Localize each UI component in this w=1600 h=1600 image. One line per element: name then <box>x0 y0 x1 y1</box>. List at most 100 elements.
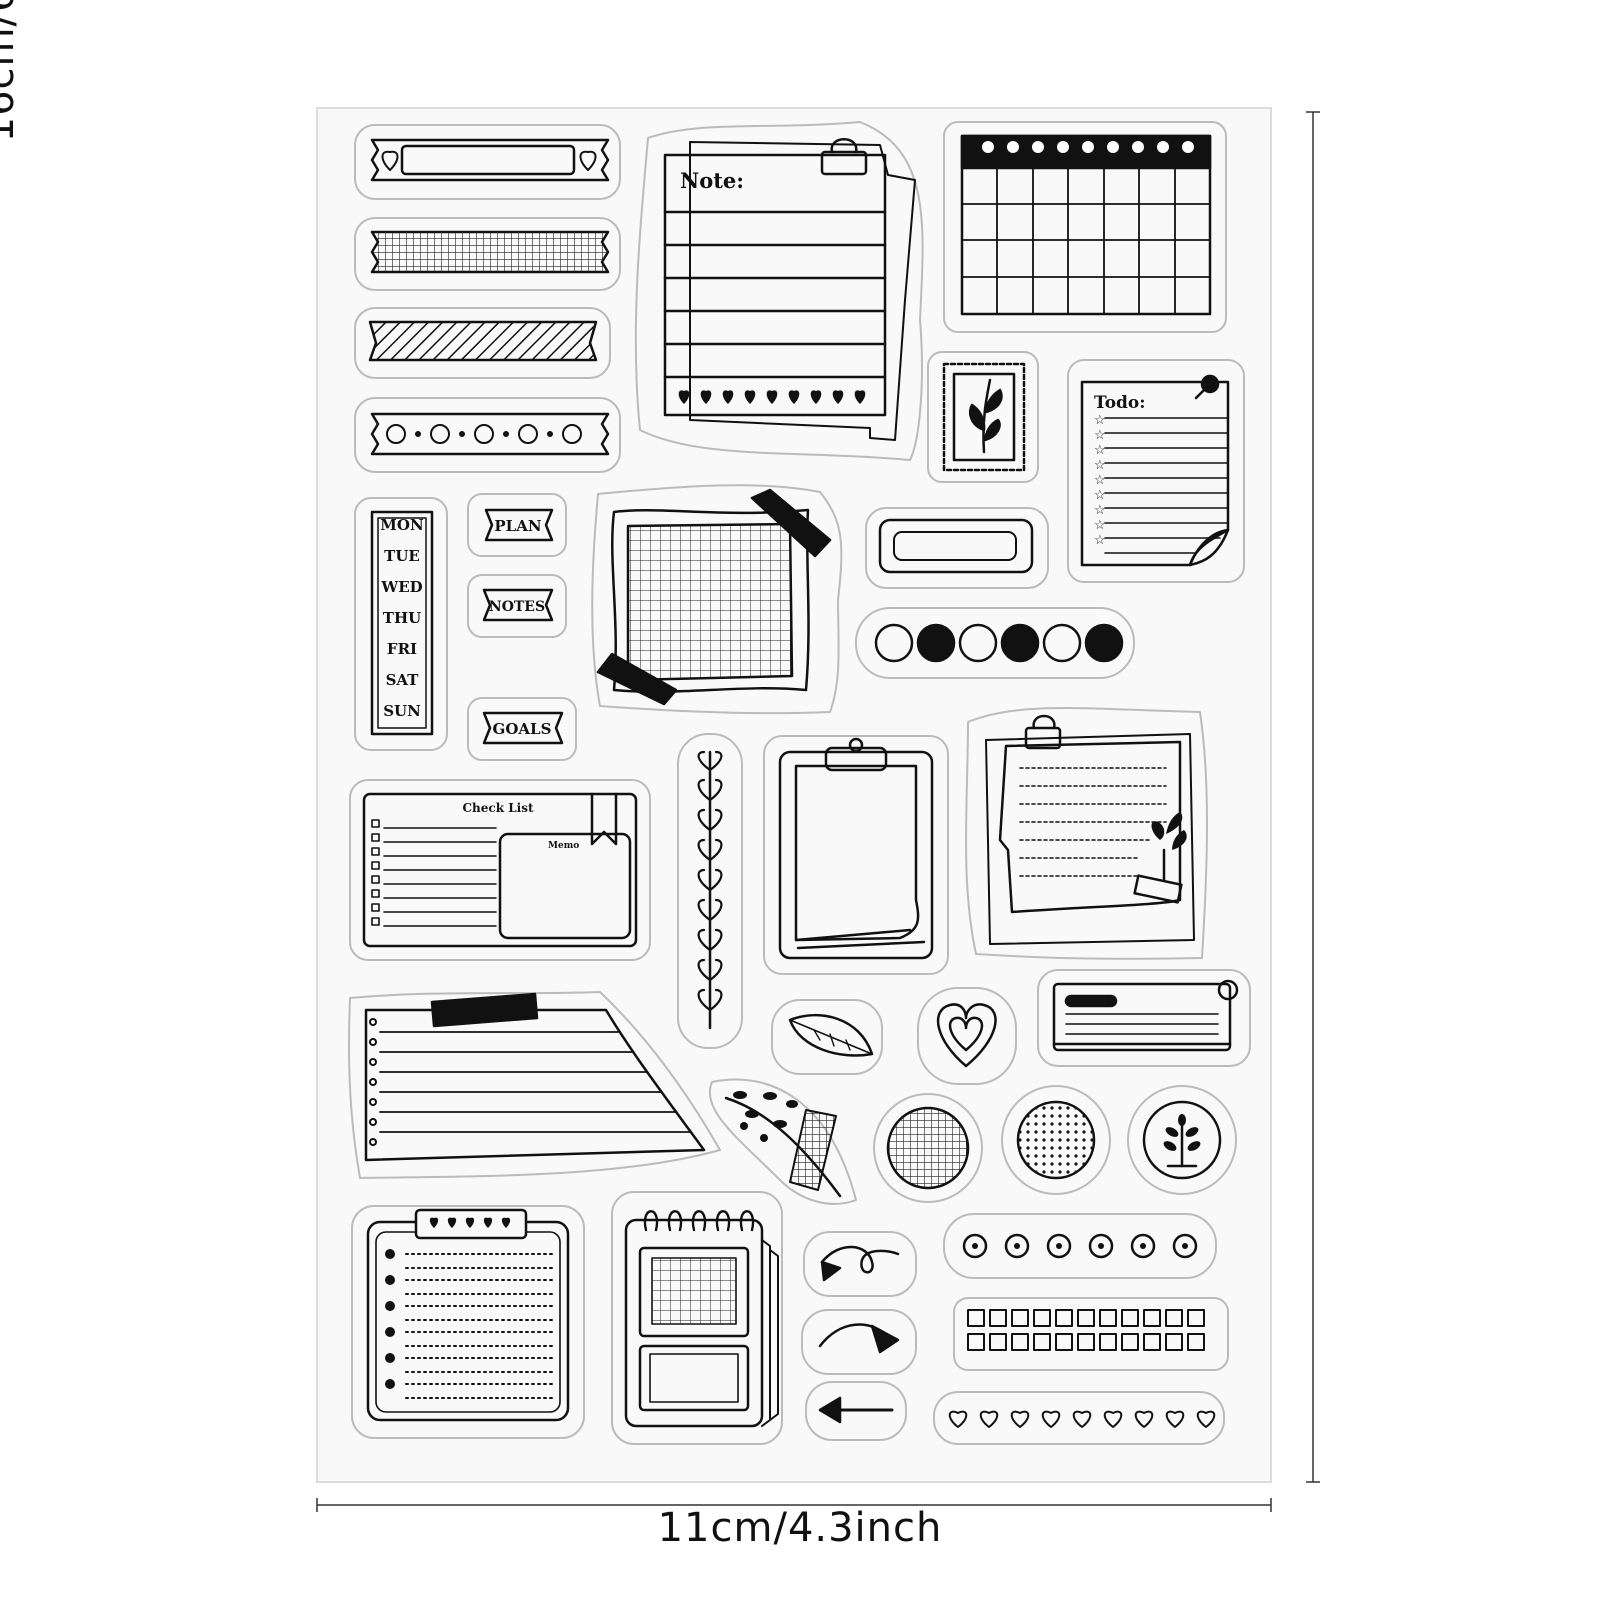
heart-icon <box>1010 1410 1030 1428</box>
grid-paper-taped-stamp <box>591 484 843 715</box>
tape-piece-icon <box>750 488 832 558</box>
checkbox-square-icon <box>1011 1333 1029 1351</box>
checkbox-square-icon <box>989 1333 1007 1351</box>
checkbox-square-icon <box>1055 1309 1073 1327</box>
checkbox-square-icon <box>1143 1309 1161 1327</box>
washi-tape-striped-stamp <box>354 307 611 379</box>
checkbox-square-icon <box>1121 1333 1139 1351</box>
weekday-tue: TUE <box>384 547 420 565</box>
svg-text:☆: ☆ <box>1094 458 1106 473</box>
svg-text:☆: ☆ <box>1094 533 1106 548</box>
checkbox-square-icon <box>967 1309 985 1327</box>
note-clipboard-stamp <box>634 121 924 461</box>
tape-piece-icon <box>789 1109 837 1191</box>
washi-tape-grid-stamp <box>354 217 621 291</box>
heart-icon <box>1072 1410 1092 1428</box>
goals-label: GOALS <box>493 720 552 738</box>
weekday-mon: MON <box>380 516 424 534</box>
calendar-grid-stamp <box>943 121 1227 333</box>
height-dimension-line <box>1306 111 1320 1483</box>
crosshatch-circle-stamp <box>873 1093 983 1203</box>
torn-lined-paper-stamp <box>348 991 721 1179</box>
checklist-memo-stamp <box>349 779 651 961</box>
vine-stamp <box>677 733 743 1049</box>
svg-text:☆: ☆ <box>1094 473 1106 488</box>
weekdays-column-stamp <box>354 497 448 751</box>
heart-icon <box>1041 1410 1061 1428</box>
ring-label-stamp <box>1037 969 1251 1067</box>
curved-arrow-stamp <box>801 1309 917 1375</box>
svg-text:☆: ☆ <box>1094 518 1106 533</box>
checkbox-square-icon <box>1165 1333 1183 1351</box>
checkbox-square-icon <box>1077 1333 1095 1351</box>
weekday-sat: SAT <box>386 671 420 689</box>
checkbox-square-icon <box>1033 1309 1051 1327</box>
bookmark-ribbon-icon <box>590 792 618 846</box>
notes-label: NOTES <box>489 599 545 615</box>
tape-piece-icon <box>430 992 539 1028</box>
label-capsule-stamp <box>865 507 1049 589</box>
weekday-thu: THU <box>383 609 421 627</box>
todo-list-stamp: ☆☆☆☆☆☆☆☆☆ <box>1067 359 1245 583</box>
checkbox-square-icon <box>1099 1309 1117 1327</box>
hearts-row-stamp <box>933 1391 1225 1445</box>
checkbox-square-icon <box>1121 1309 1139 1327</box>
heart-icon <box>1196 1410 1216 1428</box>
heart-stamp <box>917 987 1017 1085</box>
lined-paper-plant-stamp <box>965 707 1208 960</box>
heart-icon <box>1134 1410 1154 1428</box>
goals-banner-stamp <box>467 697 577 761</box>
checkbox-square-icon <box>1165 1309 1183 1327</box>
memo-title: Memo <box>548 841 579 851</box>
spiral-rings-icon <box>643 1210 755 1232</box>
note-title: Note: <box>680 168 744 193</box>
checkbox-grid-stamp <box>953 1297 1229 1371</box>
checkbox-square-icon <box>1187 1309 1205 1327</box>
washi-tape-flowers-stamp <box>354 397 621 473</box>
checkbox-square-icon <box>1011 1309 1029 1327</box>
svg-text:☆: ☆ <box>1094 443 1106 458</box>
checkbox-square-icon <box>1187 1333 1205 1351</box>
flowers-row-stamp <box>943 1213 1217 1279</box>
weekday-sun: SUN <box>383 702 421 720</box>
taped-sprig-stamp <box>709 1078 857 1205</box>
push-pin-icon <box>1194 374 1220 400</box>
plant-circle-stamp <box>1127 1085 1237 1195</box>
width-dimension-label: 11cm/4.3inch <box>657 1505 943 1551</box>
checklist-title: Check List <box>462 801 533 815</box>
svg-text:☆: ☆ <box>1094 413 1106 428</box>
todo-title: Todo: <box>1094 393 1146 413</box>
notes-banner-stamp <box>467 574 567 638</box>
checkbox-square-icon <box>1055 1333 1073 1351</box>
weekday-wed: WED <box>380 578 422 596</box>
checkbox-square-icon <box>967 1333 985 1351</box>
clipboard-stamp <box>763 735 949 975</box>
clip-icon <box>824 737 888 772</box>
curly-arrow-stamp <box>803 1231 917 1297</box>
spiral-calendar-stamp <box>611 1191 783 1445</box>
heart-icon <box>1165 1410 1185 1428</box>
leaf-sprig-icon <box>968 378 1003 454</box>
svg-text:☆: ☆ <box>1094 428 1106 443</box>
leaf-stamp <box>771 999 883 1075</box>
plant-icon <box>1151 812 1187 850</box>
weekday-fri: FRI <box>387 640 417 658</box>
left-arrow-stamp <box>805 1381 907 1441</box>
heart-icon <box>381 150 399 171</box>
width-dimension-line <box>316 1498 1272 1512</box>
tape-piece-icon <box>596 652 678 706</box>
checkbox-square-icon <box>1077 1309 1095 1327</box>
binder-clip-icon <box>820 138 868 176</box>
plan-label: PLAN <box>494 517 541 535</box>
washi-tape-hearts-stamp <box>354 124 621 200</box>
heart-icon <box>1103 1410 1123 1428</box>
dotted-circle-stamp <box>1001 1085 1111 1195</box>
svg-text:☆: ☆ <box>1094 488 1106 503</box>
postage-leaf-stamp <box>927 351 1039 483</box>
height-dimension-label: 16cm/6.3inch <box>0 0 23 143</box>
plan-banner-stamp <box>467 493 567 557</box>
heart-icon <box>948 1410 968 1428</box>
binder-clip-icon <box>1024 714 1062 750</box>
dotted-list-stamp <box>351 1205 585 1439</box>
